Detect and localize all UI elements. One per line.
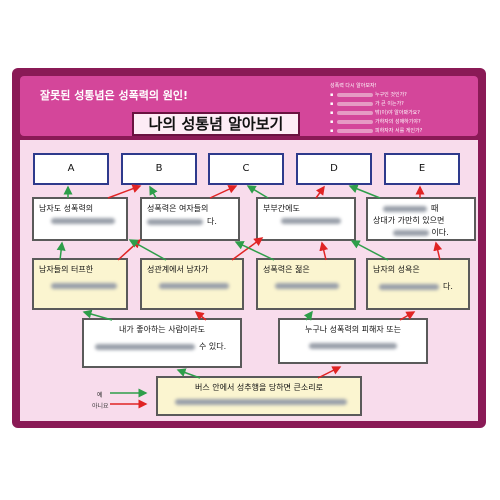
yes-arrow (303, 310, 313, 321)
statement-box: 성폭력은 여자들의 다. (140, 197, 240, 241)
yes-arrow (348, 184, 381, 199)
statement-text: 수 있다. (199, 342, 227, 351)
answer-box-a: A (33, 153, 109, 185)
note-item: 성폭력 다시 알아보자! (330, 83, 377, 89)
statement-text: 다. (207, 217, 217, 226)
statement-box: 내가 좋아하는 사람이라도 수 있다. (82, 318, 242, 368)
hidden-text (51, 283, 117, 289)
no-arrow (399, 311, 416, 321)
no-arrow (209, 185, 238, 199)
statement-box: 성폭력은 젊은 (256, 258, 356, 310)
note-item: ▪ 누구인 것인가? (330, 92, 407, 98)
note-item: ▪ 밖(이)야 알아봐가요? (330, 110, 420, 116)
yes-arrow (176, 368, 201, 379)
statement-text: 남자들의 터프한 (39, 265, 94, 274)
statement-box: 남자의 성욕은 다. (366, 258, 470, 310)
answer-box-c: C (208, 153, 284, 185)
statement-text: 남자의 성욕은 (373, 265, 420, 274)
answer-box-b: B (121, 153, 197, 185)
legend-yes-label: 예 (97, 392, 103, 399)
answer-box-d: D (296, 153, 372, 185)
no-arrow (194, 311, 207, 321)
hidden-text (393, 229, 430, 236)
yes-arrow (350, 240, 389, 261)
subtitle: 잘못된 성통념은 성폭력의 원인! (40, 89, 189, 102)
no-arrow (317, 366, 342, 379)
hidden-text (147, 218, 203, 225)
hidden-text (281, 218, 341, 224)
yes-arrow (82, 309, 113, 321)
statement-text: 성폭력은 젊은 (263, 265, 310, 274)
hidden-text (379, 283, 439, 290)
note-item: ▪ 피하자자 서를 게인가? (330, 128, 423, 134)
no-arrow (107, 184, 142, 199)
statement-box: 성관계에서 남자가 (140, 258, 244, 310)
hidden-text (159, 283, 229, 289)
yes-arrow (56, 241, 66, 261)
answer-box-e: E (384, 153, 460, 185)
no-arrow (319, 241, 329, 261)
statement-box: 버스 안에서 성추행을 당하면 큰소리로 (156, 376, 362, 416)
no-arrow (315, 185, 325, 199)
hidden-text (175, 399, 347, 405)
statement-text: 버스 안에서 성추행을 당하면 큰소리로 (195, 383, 323, 392)
page-title: 나의 성통념 알아보기 (132, 112, 300, 136)
notes-list: 성폭력 다시 알아보자! ▪ 누구인 것인가? ▪ 가 큰 이는가? ▪ 밖(이… (330, 82, 474, 136)
statement-text: 남자도 성폭력의 (39, 204, 94, 213)
statement-text: 때 (431, 204, 439, 213)
hidden-text (383, 205, 427, 212)
hidden-text (95, 343, 195, 350)
statement-text: 다. (443, 282, 453, 291)
no-arrow (231, 237, 264, 261)
statement-text: 성관계에서 남자가 (147, 265, 209, 274)
yes-arrow (149, 185, 158, 199)
statement-text: 이다. (431, 228, 449, 237)
statement-box: 때 상대가 가만히 있으면 이다. (366, 197, 476, 241)
legend-no-label: 아니요 (92, 403, 109, 410)
statement-box: 부부간에도 (256, 197, 356, 241)
statement-text: 상대가 가만히 있으면 (373, 216, 445, 225)
hidden-text (309, 343, 397, 349)
note-item: ▪ 가 큰 이는가? (330, 101, 404, 107)
no-arrow (433, 241, 443, 261)
statement-box: 남자들의 터프한 (32, 258, 128, 310)
statement-text: 내가 좋아하는 사람이라도 (118, 325, 206, 334)
note-item: ▪ 가하자의 성애하기야? (330, 119, 421, 125)
statement-text: 성폭력은 여자들의 (147, 204, 209, 213)
yes-arrow (234, 241, 275, 261)
yes-arrow (128, 239, 167, 261)
statement-text: 누구나 성폭력의 피해자 또는 (305, 325, 401, 334)
statement-text: 부부간에도 (263, 204, 300, 213)
statement-box: 누구나 성폭력의 피해자 또는 (278, 318, 428, 364)
statement-box: 남자도 성폭력의 (32, 197, 128, 241)
hidden-text (275, 283, 339, 289)
hidden-text (51, 218, 115, 224)
yes-arrow (246, 185, 269, 199)
